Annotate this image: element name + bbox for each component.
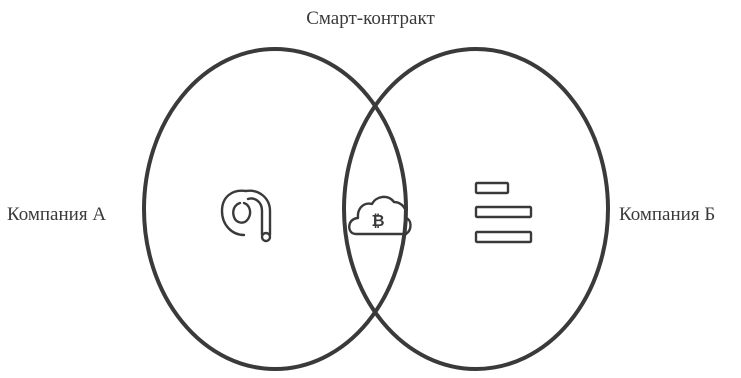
smart-contract-label: Смарт-контракт	[306, 8, 435, 29]
company-a-circle	[142, 47, 408, 371]
document-lines-icon	[474, 181, 533, 244]
wallet-loop-icon	[220, 189, 272, 243]
company-b-label: Компания Б	[619, 204, 716, 225]
bitcoin-cloud-icon: ₿	[348, 195, 412, 236]
svg-text:₿: ₿	[371, 211, 384, 230]
company-a-label: Компания А	[7, 204, 107, 225]
company-b-circle	[342, 47, 610, 371]
